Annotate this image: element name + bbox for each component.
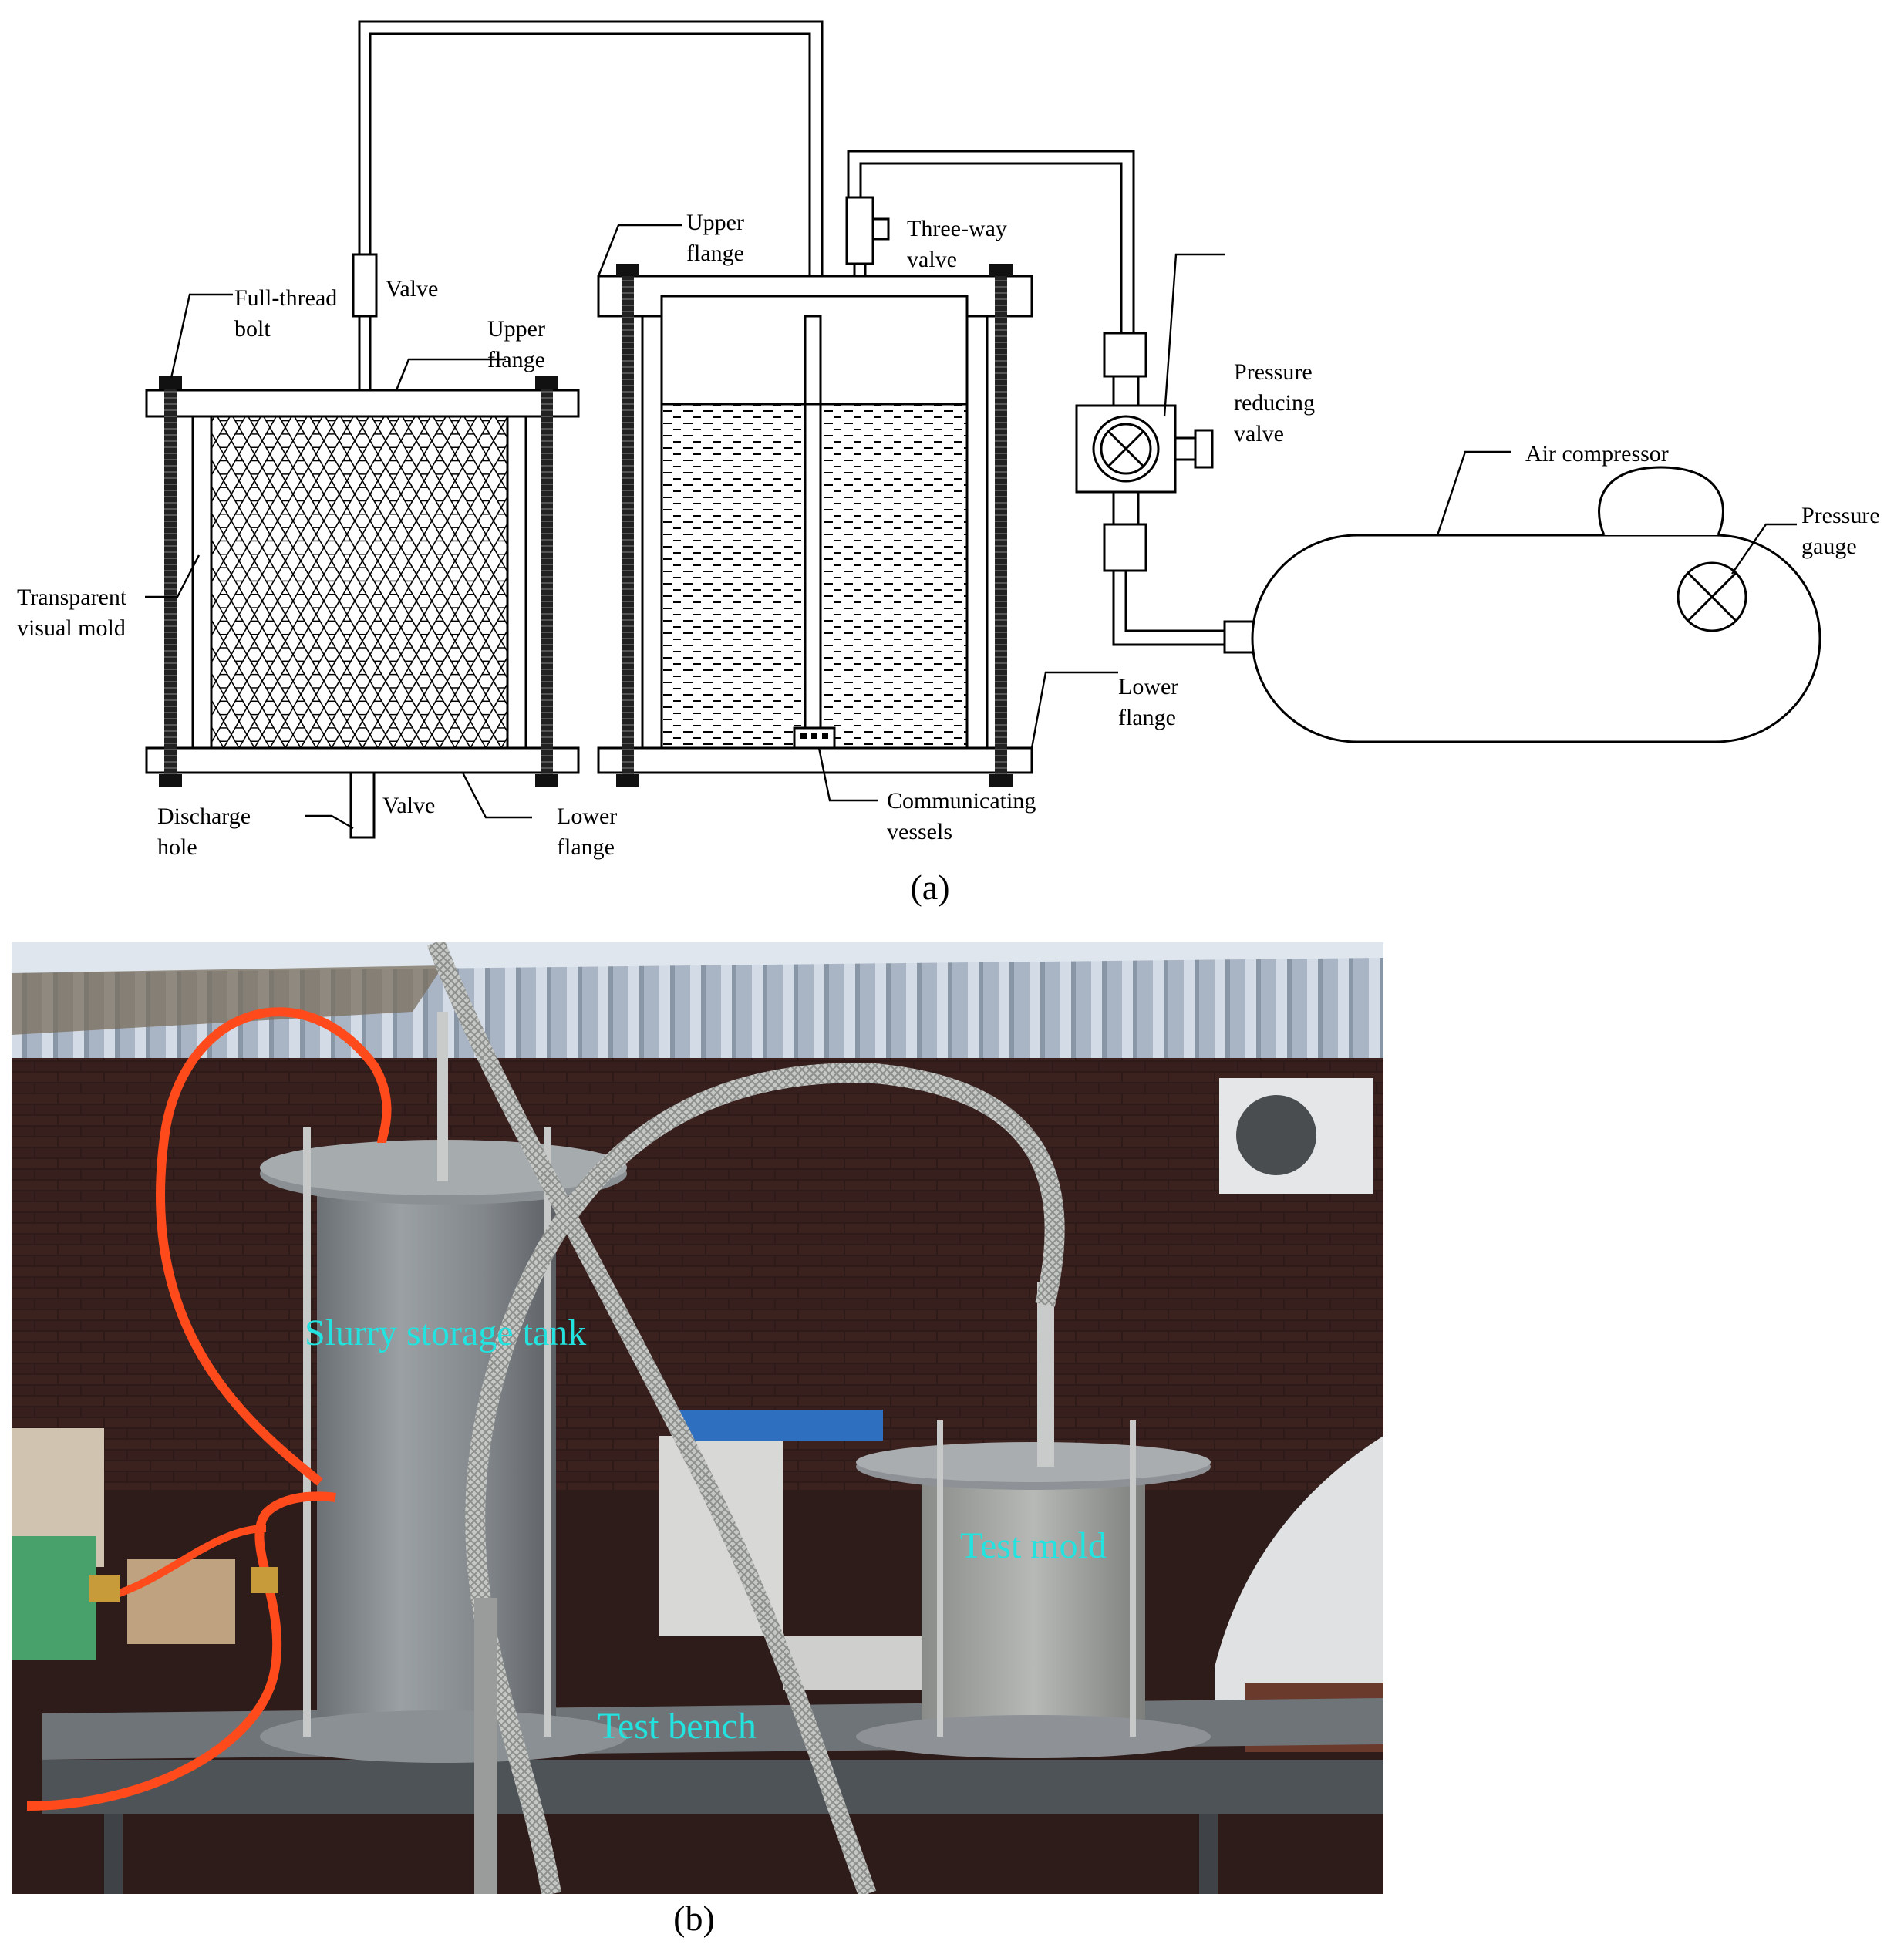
label-transparent-mold-2: visual mold: [17, 615, 126, 641]
label-lower-flange-right-1: Lower: [1118, 674, 1178, 699]
schematic-labels: Full-thread bolt Valve Upper flange Tran…: [17, 210, 1880, 907]
tank-bolt-left: [622, 270, 634, 779]
slurry-tank-assembly: [597, 264, 1033, 787]
label-lower-flange-left-2: flange: [557, 834, 615, 860]
caption-b: (b): [673, 1899, 715, 1938]
slurry-tank-body: [317, 1174, 556, 1737]
label-valve-top: Valve: [386, 276, 438, 302]
three-way-valve-body: [845, 196, 874, 265]
schematic-diagram: Full-thread bolt Valve Upper flange Tran…: [17, 20, 1880, 907]
label-pressure-gauge-2: gauge: [1801, 534, 1857, 559]
label-air-compressor: Air compressor: [1525, 441, 1669, 467]
label-test-mold: Test mold: [960, 1525, 1107, 1566]
right-lower-flange: [597, 746, 1033, 774]
label-full-thread-bolt-1: Full-thread: [234, 285, 337, 311]
orange-air-hose-2: [26, 1491, 336, 1811]
caption-a: (a): [910, 868, 949, 907]
label-test-bench: Test bench: [598, 1706, 757, 1747]
label-valve-bottom: Valve: [382, 793, 435, 818]
label-three-way-valve-1: Three-way: [907, 216, 1007, 241]
air-compressor: [1251, 466, 1821, 743]
label-upper-flange-left-2: flange: [487, 347, 545, 372]
label-lower-flange-right-2: flange: [1118, 705, 1176, 730]
left-upper-flange: [145, 389, 580, 418]
label-pressure-gauge-1: Pressure: [1801, 503, 1880, 528]
tank-bolt-right: [995, 270, 1007, 779]
label-upper-flange-left-1: Upper: [487, 316, 545, 342]
braided-hose-diagonal: [426, 942, 877, 1894]
full-thread-bolt-left: [164, 382, 177, 780]
label-communicating-vessels-2: vessels: [887, 819, 952, 844]
label-full-thread-bolt-2: bolt: [234, 316, 271, 342]
leader-lines: [145, 224, 1797, 830]
label-pressure-reducing-1: Pressure: [1234, 359, 1313, 385]
label-discharge-hole-1: Discharge: [157, 804, 251, 829]
full-thread-bolt-right: [541, 382, 553, 780]
left-lower-flange: [145, 746, 580, 774]
label-pressure-reducing-2: reducing: [1234, 390, 1315, 416]
label-upper-flange-right-2: flange: [686, 241, 744, 266]
hexagonal-mesh-fill: [210, 415, 509, 750]
left-mold-assembly: [145, 253, 580, 839]
label-slurry-storage-tank: Slurry storage tank: [305, 1312, 586, 1353]
label-three-way-valve-2: valve: [907, 247, 957, 272]
label-communicating-vessels-1: Communicating: [887, 788, 1036, 814]
label-pressure-reducing-3: valve: [1234, 421, 1284, 446]
label-lower-flange-left-1: Lower: [557, 804, 617, 829]
discharge-pipe: [349, 771, 376, 839]
label-transparent-mold-1: Transparent: [17, 585, 127, 610]
valve-top: [352, 253, 378, 318]
apparatus-photo: Slurry storage tank Test mold Test bench: [12, 942, 1383, 1894]
label-discharge-hole-2: hole: [157, 834, 197, 860]
orange-air-hose-1: [156, 1007, 392, 1486]
air-line: [845, 150, 1259, 654]
label-upper-flange-right-1: Upper: [686, 210, 744, 235]
test-mold-body: [922, 1467, 1145, 1737]
